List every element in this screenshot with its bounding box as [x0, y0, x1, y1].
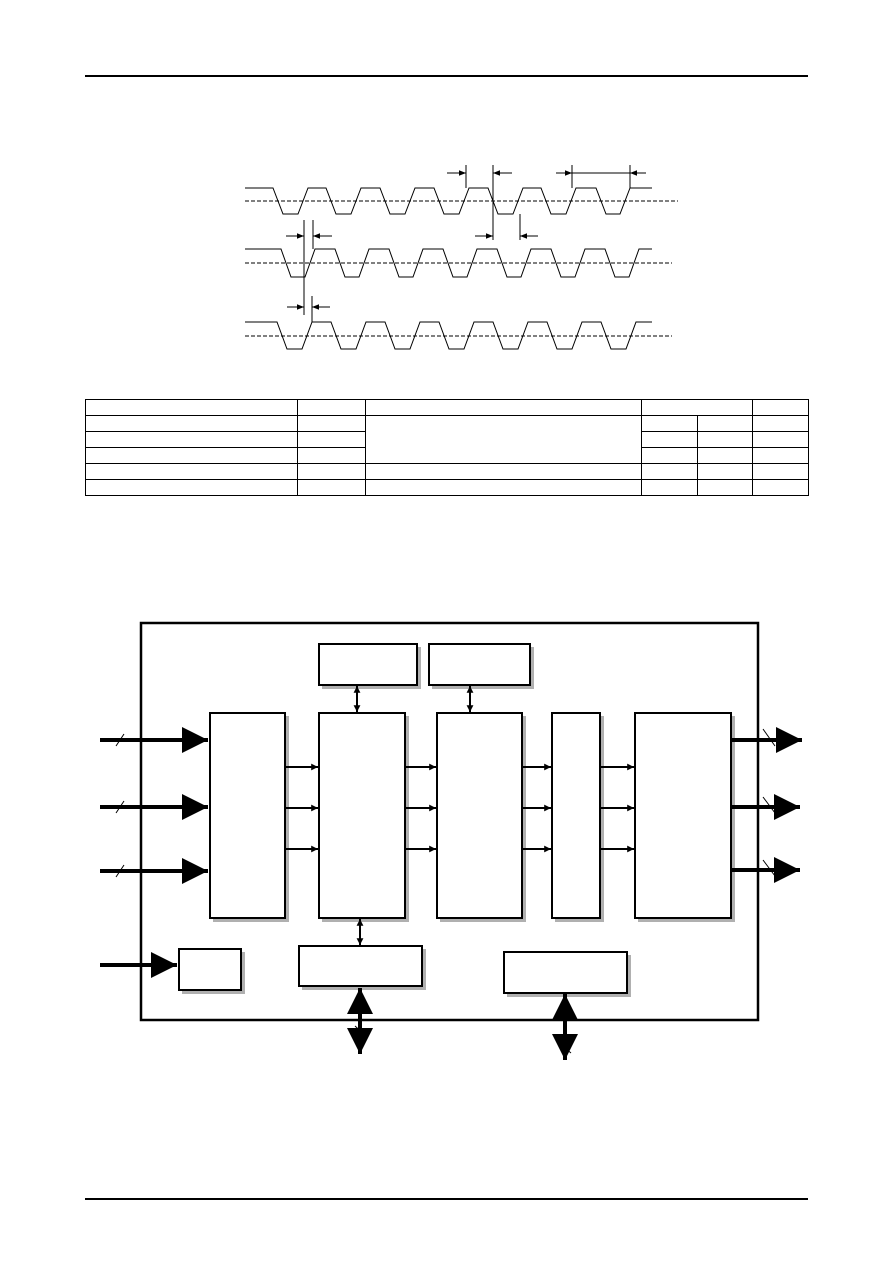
- output-block: [634, 712, 732, 919]
- table-cell: [752, 479, 809, 496]
- stage-block-3: [551, 712, 601, 919]
- stage-block-1: [318, 712, 406, 919]
- waveform-2: [245, 248, 672, 278]
- output-buses: [731, 727, 802, 883]
- timing-markers: [286, 165, 646, 322]
- internal-arrows: [285, 763, 634, 853]
- table-row: [85, 479, 809, 496]
- waveform-1: [245, 187, 678, 215]
- stage-block-2: [436, 712, 523, 919]
- spec-table: [85, 399, 809, 496]
- table-row: [85, 463, 809, 480]
- interface-block-right: [503, 951, 628, 994]
- waveform-3: [245, 321, 672, 350]
- top-block-left: [318, 643, 418, 686]
- input-buses: [100, 727, 208, 978]
- input-block: [209, 712, 286, 919]
- interface-block-left: [298, 945, 423, 987]
- top-block-right: [428, 643, 531, 686]
- bidirectional-arrows: [347, 686, 578, 1060]
- header-rule: [85, 75, 808, 77]
- footer-rule: [85, 1198, 808, 1200]
- small-block: [178, 948, 242, 991]
